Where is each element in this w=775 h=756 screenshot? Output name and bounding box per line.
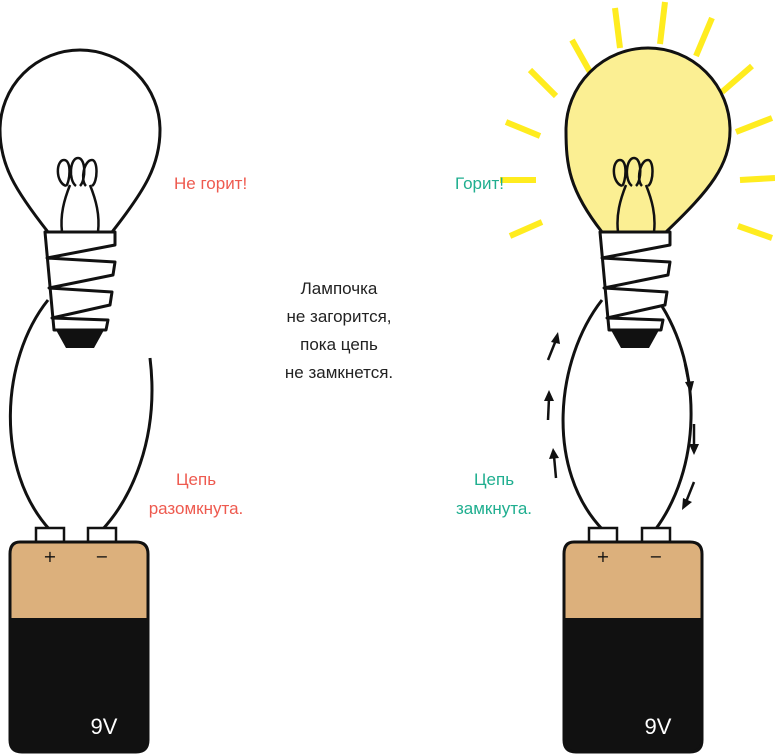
left-terminal-minus <box>86 526 118 544</box>
ray <box>612 7 623 49</box>
current-arrows <box>544 332 699 510</box>
ray <box>737 223 773 241</box>
left-wire-plus <box>8 299 52 532</box>
current-arrow <box>544 390 554 421</box>
left-circuit-label-line1: Цепь <box>176 470 216 489</box>
center-note-line4: не замкнется. <box>285 363 393 382</box>
left-battery: + − 9V <box>8 526 150 754</box>
center-note: Лампочка не загорится, пока цепь не замк… <box>285 279 393 382</box>
right-circuit-label-line2: замкнута. <box>456 499 532 518</box>
current-arrow <box>546 332 560 361</box>
left-minus-sign: − <box>95 547 108 566</box>
right-battery: + − 9V <box>562 526 704 754</box>
right-wire-minus <box>653 299 693 531</box>
current-arrow <box>549 448 559 479</box>
current-arrow <box>682 481 696 510</box>
right-battery-outline <box>562 540 704 754</box>
right-voltage-label: 9V <box>645 714 672 739</box>
ray <box>739 175 775 183</box>
right-bulb-base <box>598 230 672 332</box>
left-plus-sign: + <box>43 547 56 566</box>
left-bulb-base <box>43 230 117 332</box>
light-rays <box>500 1 775 241</box>
right-bulb-contact <box>611 330 659 348</box>
left-circuit: + − 9V Не горит! Цепь разомкнута. <box>0 48 247 754</box>
left-voltage-label: 9V <box>91 714 118 739</box>
left-bulb-glass <box>0 48 162 234</box>
right-terminal-plus <box>587 526 619 544</box>
left-wire-minus-broken <box>100 357 154 532</box>
right-battery-body-bottom <box>564 618 702 752</box>
center-note-line1: Лампочка <box>301 279 378 298</box>
center-note-line2: не загорится, <box>286 307 391 326</box>
left-bulb-filament <box>56 156 100 233</box>
right-wire-plus <box>561 299 605 532</box>
right-battery-body-top <box>564 542 702 618</box>
left-bulb-unlit <box>0 48 162 348</box>
left-bulb-contact <box>56 330 104 348</box>
ray <box>734 115 774 135</box>
left-bulb-status: Не горит! <box>174 174 247 193</box>
ray <box>508 219 544 239</box>
right-bulb-lit <box>564 46 732 348</box>
ray <box>569 38 593 74</box>
left-battery-outline <box>8 540 150 754</box>
ray <box>527 67 559 99</box>
right-minus-sign: − <box>649 547 662 566</box>
ray <box>504 119 542 139</box>
right-bulb-filament <box>612 156 656 233</box>
right-plus-sign: + <box>596 547 609 566</box>
left-terminal-plus <box>34 526 66 544</box>
current-arrow <box>689 424 699 455</box>
ray <box>720 63 754 95</box>
left-battery-body-bottom <box>10 618 148 752</box>
right-bulb-glass <box>564 46 732 234</box>
right-terminal-minus <box>640 526 672 544</box>
left-circuit-label-line2: разомкнута. <box>149 499 244 518</box>
left-battery-body-top <box>10 542 148 618</box>
right-circuit: + − 9V Горит! Цепь замкнута. <box>455 1 775 754</box>
ray <box>657 1 668 45</box>
center-note-line3: пока цепь <box>300 335 378 354</box>
current-arrow <box>683 363 694 393</box>
right-bulb-status: Горит! <box>455 174 504 193</box>
right-circuit-label-line1: Цепь <box>474 470 514 489</box>
ray <box>693 16 715 58</box>
